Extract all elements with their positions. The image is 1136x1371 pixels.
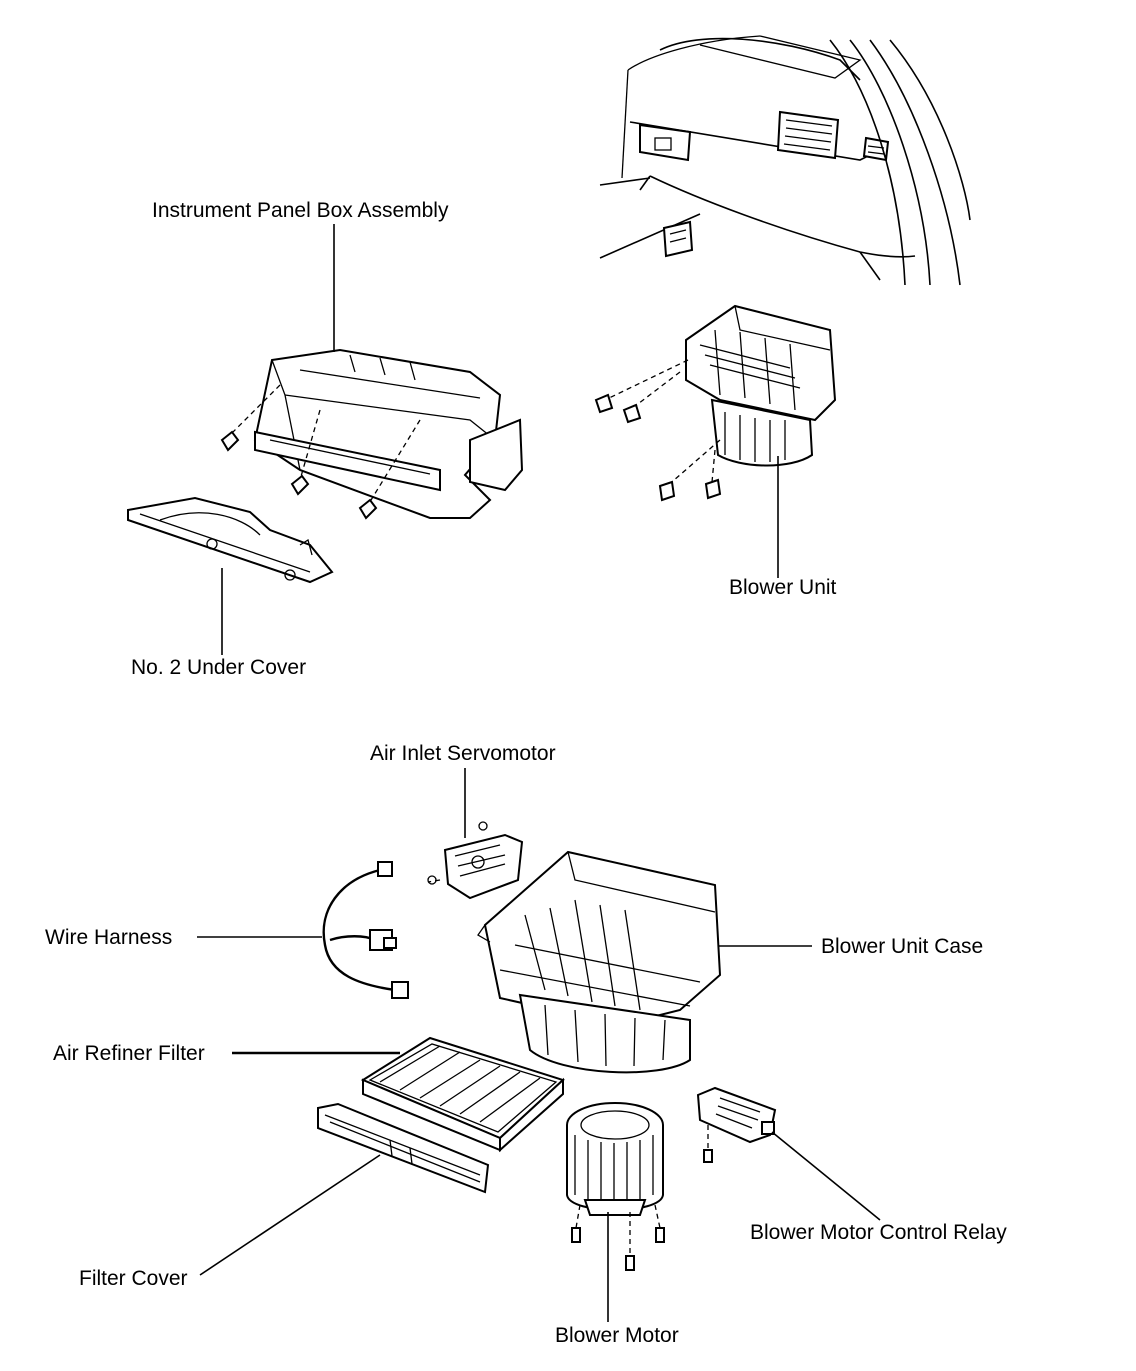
blower-unit-illustration bbox=[594, 304, 837, 502]
label-blower-motor: Blower Motor bbox=[555, 1324, 679, 1347]
leader-filter-cover bbox=[199, 1154, 381, 1276]
label-blower-motor-control-relay: Blower Motor Control Relay bbox=[750, 1221, 1007, 1244]
blower-unit-case-illustration bbox=[477, 850, 722, 1074]
no2-under-cover-illustration bbox=[127, 496, 334, 584]
blower-motor-control-relay-illustration bbox=[696, 1086, 777, 1163]
label-air-inlet-servomotor: Air Inlet Servomotor bbox=[370, 742, 556, 765]
label-air-refiner-filter: Air Refiner Filter bbox=[53, 1042, 205, 1065]
air-inlet-servomotor-illustration bbox=[427, 821, 524, 900]
leader-lines bbox=[197, 224, 881, 1322]
air-refiner-filter-illustration bbox=[360, 1036, 565, 1153]
wire-harness-illustration bbox=[322, 861, 409, 999]
blower-motor-illustration bbox=[566, 1102, 665, 1271]
label-filter-cover: Filter Cover bbox=[79, 1267, 188, 1290]
label-blower-unit: Blower Unit bbox=[729, 576, 837, 599]
label-wire-harness: Wire Harness bbox=[45, 926, 173, 949]
label-blower-unit-case: Blower Unit Case bbox=[821, 935, 984, 958]
label-instrument-panel-box-assembly: Instrument Panel Box Assembly bbox=[152, 199, 449, 222]
filter-cover-illustration bbox=[317, 1102, 490, 1194]
dashboard-illustration bbox=[599, 35, 971, 286]
label-no2-under-cover: No. 2 Under Cover bbox=[131, 656, 307, 679]
leader-blower-motor-control-relay bbox=[771, 1131, 881, 1221]
instrument-panel-box-illustration bbox=[220, 348, 524, 520]
